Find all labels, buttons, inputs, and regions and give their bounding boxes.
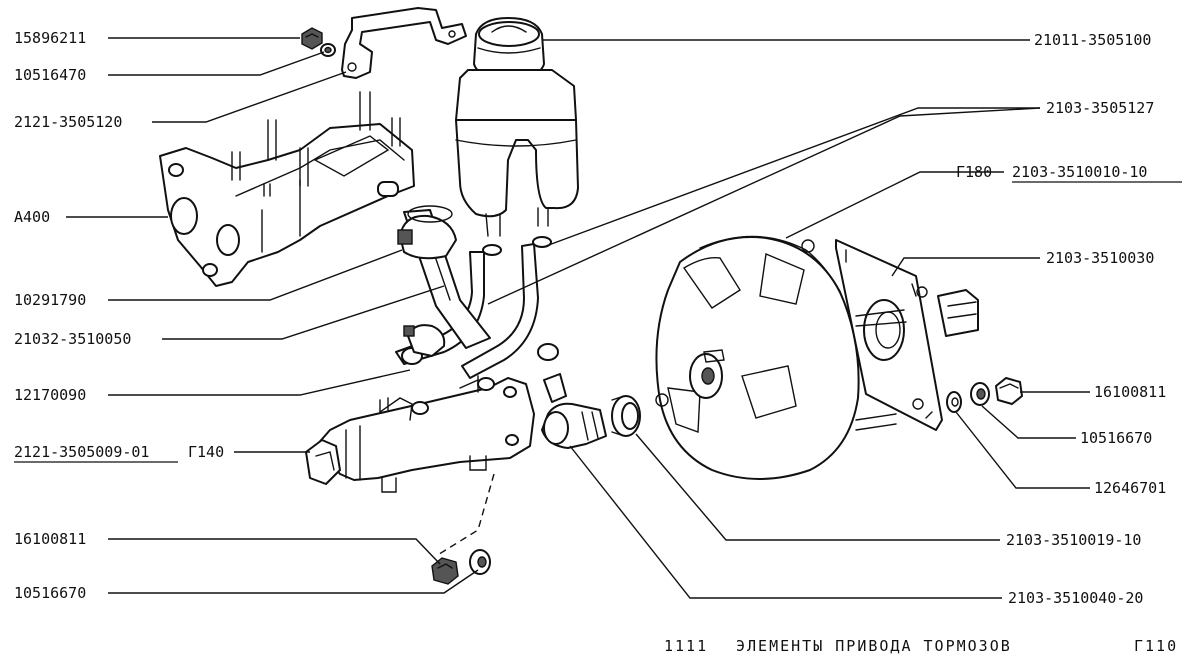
label-16100811-left: 16100811 [14, 530, 86, 548]
clamp-10291790-part [397, 205, 457, 260]
nut-16100811-left-part [431, 557, 459, 585]
reservoir-21011-3505100-part [455, 17, 579, 237]
flange-a400-part [159, 91, 415, 287]
label-2103-3510040-20: 2103-3510040-20 [1008, 589, 1143, 607]
label-21032-3510050: 21032-3510050 [14, 330, 131, 348]
seal-2103-3510019-10-part [611, 395, 641, 437]
label-2103-3510019-10: 2103-3510019-10 [1006, 531, 1141, 549]
washer-12646701-part [946, 391, 962, 413]
label-10516670-left: 10516670 [14, 584, 86, 602]
dashed-guide-line [435, 473, 495, 557]
label-2103-3505127: 2103-3505127 [1046, 99, 1154, 117]
washer-10516470-part [320, 43, 336, 57]
bracket-2121-3505120-part [341, 7, 467, 79]
vacuum-booster-2103-3510010-10-part [655, 235, 860, 480]
label-10516670-right: 10516670 [1080, 429, 1152, 447]
label-2103-3510010-10: 2103-3510010-10 [1012, 163, 1147, 181]
label-12170090: 12170090 [14, 386, 86, 404]
label-a400: A400 [14, 208, 50, 226]
footer-model: 1111 [664, 637, 708, 655]
leader-lines [66, 37, 1090, 599]
fitting-2103-3510040-20-part [541, 373, 607, 449]
footer-page: Г110 [1134, 637, 1178, 655]
label-16100811-right: 16100811 [1094, 383, 1166, 401]
master-cylinder-2121-3505009-01-part [305, 375, 535, 493]
label-2121-3505120: 2121-3505120 [14, 113, 122, 131]
left-labels: 15896211 10516470 2121-3505120 A400 1029… [14, 29, 224, 602]
washer-10516670-right-part [970, 382, 990, 406]
label-2103-3510030: 2103-3510030 [1046, 249, 1154, 267]
label-21011-3505100: 21011-3505100 [1034, 31, 1151, 49]
label-10516470: 10516470 [14, 66, 86, 84]
nut-15896211-part [301, 27, 323, 50]
clamp-12170090-part [403, 324, 446, 357]
label-2121-3505009-01: 2121-3505009-01 [14, 443, 149, 461]
label-12646701: 12646701 [1094, 479, 1166, 497]
footer-title: ЭЛЕМЕНТЫ ПРИВОДА ТОРМОЗОВ [736, 637, 1012, 655]
mounting-plate-2103-3510030-part [835, 239, 979, 431]
footer: 1111 ЭЛЕМЕНТЫ ПРИВОДА ТОРМОЗОВ Г110 [664, 637, 1178, 655]
label-g180: Г180 [956, 163, 992, 181]
washer-10516670-left-part [469, 549, 491, 575]
label-15896211: 15896211 [14, 29, 86, 47]
nut-16100811-right-part [995, 377, 1023, 405]
label-g140: Г140 [188, 443, 224, 461]
label-10291790: 10291790 [14, 291, 86, 309]
right-labels: 21011-3505100 2103-3505127 Г180 2103-351… [956, 31, 1182, 607]
